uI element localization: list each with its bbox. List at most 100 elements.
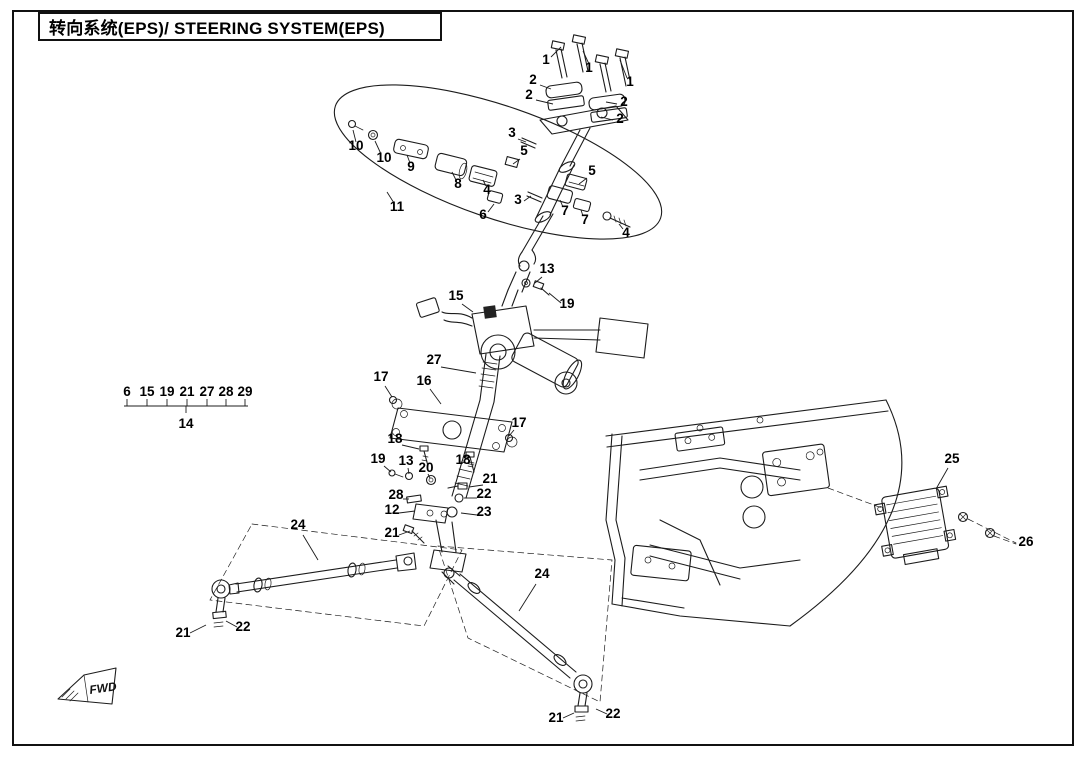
screw-icon	[957, 511, 969, 523]
leader-line	[559, 199, 564, 208]
leader-line	[518, 583, 537, 612]
bolt-icon	[402, 524, 425, 544]
callout-12: 12	[384, 502, 399, 517]
callout-21: 21	[384, 525, 400, 540]
callout-24: 24	[290, 517, 306, 532]
callout-3: 3	[514, 192, 522, 207]
bolt-icon	[504, 433, 518, 448]
bolt-icon	[465, 451, 475, 473]
leader-line	[619, 59, 628, 79]
steering-column	[501, 127, 591, 307]
washer-icon	[425, 474, 437, 486]
leader-line	[189, 624, 207, 634]
tie-rod-right	[437, 545, 613, 722]
leader-line	[582, 50, 590, 65]
leader-line	[451, 171, 457, 181]
leader-line	[605, 101, 618, 105]
part-8	[434, 152, 468, 180]
leader-line	[383, 465, 392, 473]
callout-8: 8	[454, 176, 462, 191]
bolt-icon	[614, 48, 632, 87]
legend-item-28: 28	[218, 384, 234, 399]
callout-13: 13	[398, 453, 414, 468]
handlebar-clamp-left	[545, 81, 585, 111]
callout-3: 3	[508, 125, 516, 140]
part-7a	[546, 185, 574, 204]
leader-line	[225, 620, 238, 628]
hardware-ellipse	[333, 84, 663, 240]
callout-10: 10	[348, 138, 363, 153]
leader-line	[461, 303, 474, 313]
title-box: 转向系统(EPS)/ STEERING SYSTEM(EPS)	[38, 12, 442, 41]
callout-7: 7	[561, 203, 569, 218]
leader-line	[429, 388, 442, 405]
callout-2: 2	[616, 111, 624, 126]
mounting-bracket	[388, 395, 518, 473]
screw-icon	[388, 469, 404, 478]
callout-5: 5	[520, 143, 528, 158]
wire-harness	[415, 297, 473, 327]
callout-28: 28	[388, 487, 404, 502]
screw-icon	[347, 119, 364, 131]
connector-cable	[533, 317, 649, 359]
callout-17: 17	[511, 415, 526, 430]
diagram-frame	[12, 10, 1074, 746]
ecu-assembly	[827, 485, 1017, 566]
frame-bracket-bottom	[630, 544, 692, 582]
eps-cap	[483, 305, 497, 319]
bolt-icon	[571, 34, 589, 73]
leader-line	[618, 223, 624, 230]
callout-27: 27	[426, 352, 441, 367]
part-4-joint	[468, 165, 498, 187]
leader-lines	[189, 46, 949, 719]
leader-line	[407, 467, 410, 475]
callout-11: 11	[390, 199, 405, 214]
leader-line	[550, 46, 562, 58]
callout-22: 22	[235, 619, 250, 634]
callout-19: 19	[370, 451, 385, 466]
leader-line	[508, 429, 515, 437]
leader-line	[562, 712, 575, 719]
leader-line	[460, 512, 478, 516]
callout-20: 20	[418, 460, 433, 475]
legend-item-19: 19	[159, 384, 174, 399]
callout-19: 19	[559, 296, 574, 311]
leader-line	[468, 484, 484, 488]
leader-line	[482, 179, 487, 187]
bolt-washer-13-19	[521, 278, 550, 296]
callout-10: 10	[376, 150, 391, 165]
frame-bracket-plate	[762, 443, 830, 497]
callout-2: 2	[525, 87, 533, 102]
callout-4: 4	[622, 225, 630, 240]
bolt-icon	[550, 40, 568, 79]
leader-line	[535, 99, 554, 105]
eps-motor-assembly	[415, 297, 649, 499]
part-9	[393, 138, 429, 160]
callout-21: 21	[175, 625, 191, 640]
callout-1: 1	[585, 60, 593, 75]
hardware-parts	[347, 119, 631, 228]
leader-line	[517, 138, 527, 143]
rod-end-right	[573, 674, 593, 722]
callout-21: 21	[548, 710, 564, 725]
rod-end-clevis	[395, 552, 417, 572]
callout-22: 22	[476, 486, 491, 501]
bolt-icon	[419, 445, 429, 467]
leader-line	[465, 455, 471, 460]
callout-23: 23	[476, 504, 492, 519]
leader-line	[398, 510, 416, 514]
clip-28	[406, 494, 422, 504]
callout-17: 17	[373, 369, 388, 384]
legend-item-21: 21	[179, 384, 195, 399]
callout-25: 25	[944, 451, 960, 466]
callout-26: 26	[1018, 534, 1034, 549]
callout-22: 22	[605, 706, 620, 721]
leader-line	[534, 276, 543, 284]
callout-5: 5	[588, 163, 596, 178]
leader-line	[352, 129, 357, 143]
leader-line	[512, 158, 521, 165]
bolt-icon	[602, 211, 631, 228]
